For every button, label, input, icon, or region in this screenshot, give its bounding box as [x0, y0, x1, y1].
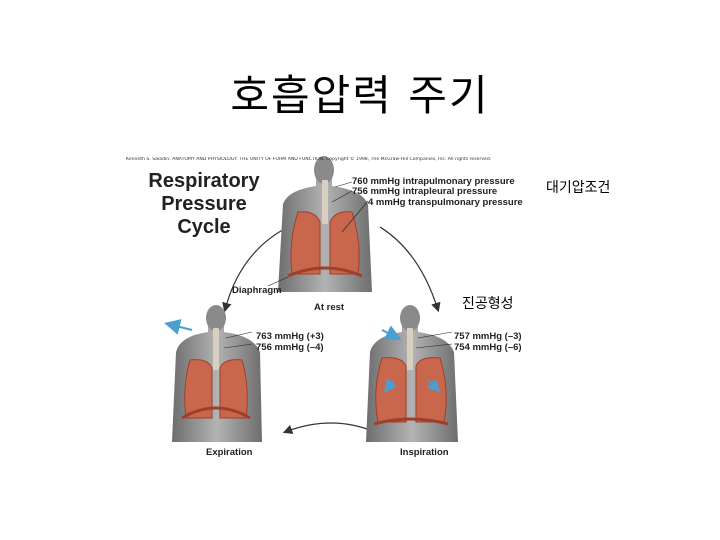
respiratory-figure: Kenneth S. Saladin: ANATOMY AND PHYSIOLO…: [120, 152, 540, 464]
figure-copyright: Kenneth S. Saladin: ANATOMY AND PHYSIOLO…: [126, 157, 492, 162]
rest-pressure-transpulmonary: 4 mmHg transpulmonary pressure: [368, 197, 523, 208]
expiration-pressure-1: 763 mmHg (+3): [256, 331, 324, 342]
inspiration-pressure-2: 754 mmHg (–6): [454, 342, 522, 353]
cycle-arrow-to-expiration: [282, 422, 376, 434]
note-atmospheric: 대기압조건: [546, 180, 611, 196]
figure-art: [164, 156, 458, 442]
cycle-arrow-to-inspiration: [379, 226, 441, 313]
inspiration-label: Inspiration: [400, 447, 449, 458]
figure-title: Respiratory Pressure Cycle: [138, 170, 270, 239]
figure-title-line: Cycle: [177, 216, 231, 238]
torso-at-rest: [267, 156, 372, 292]
figure-title-line: Respiratory: [148, 170, 260, 192]
torso-inspiration: [366, 305, 458, 442]
rest-pressure-intrapulmonary: 760 mmHg intrapulmonary pressure: [352, 176, 515, 187]
slide-title: 호흡압력 주기: [230, 71, 490, 120]
torso-expiration: [164, 305, 262, 442]
inspiration-pressure-1: 757 mmHg (–3): [454, 331, 522, 342]
figure-title-line: Pressure: [161, 193, 247, 215]
at-rest-label: At rest: [314, 302, 345, 313]
expiration-pressure-2: 756 mmHg (–4): [256, 342, 324, 353]
diaphragm-label: Diaphragm: [232, 285, 282, 296]
note-vacuum: 진공형성: [462, 296, 514, 312]
expiration-label: Expiration: [206, 447, 253, 458]
cycle-arrow-to-rest: [222, 226, 289, 313]
rest-pressure-intrapleural: 756 mmHg intrapleural pressure: [352, 186, 498, 197]
